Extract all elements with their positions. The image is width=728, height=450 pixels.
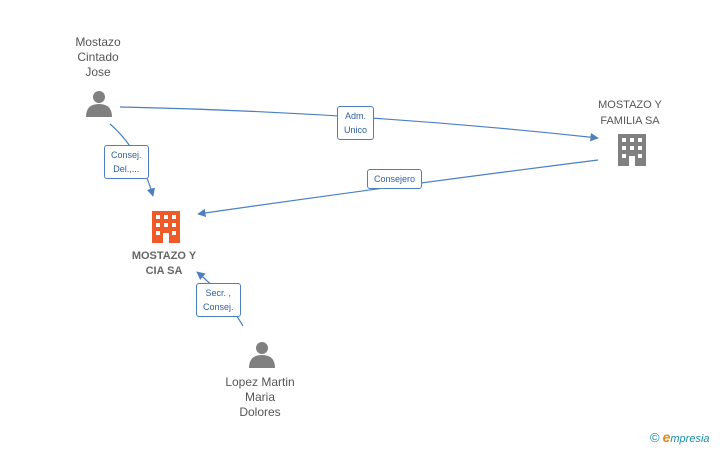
edge-label-line: Unico: [344, 125, 368, 135]
node-label-company[interactable]: MOSTAZO Y FAMILIA SA: [585, 97, 675, 129]
edge-label-line: Secr. ,: [205, 288, 232, 298]
edge-label-line: Consej.: [203, 302, 234, 312]
person-icon[interactable]: [86, 91, 112, 117]
node-label-person[interactable]: Lopez Martin Maria Dolores: [210, 375, 310, 420]
name-line: Lopez Martin: [225, 375, 295, 389]
name-line: MOSTAZO Y: [598, 99, 662, 111]
building-icon[interactable]: [618, 134, 646, 166]
edge-label-line: Consej.: [111, 150, 142, 160]
node-label-main-company[interactable]: MOSTAZO Y CIA SA: [118, 249, 210, 279]
edge-label-consej-del[interactable]: Consej. Del.,...: [104, 145, 149, 179]
name-line: Jose: [85, 65, 111, 79]
edge-label-line: Consejero: [374, 174, 416, 184]
person-icon[interactable]: [249, 342, 275, 368]
edge-label-consejero[interactable]: Consejero: [367, 169, 423, 189]
name-line: Dolores: [239, 405, 281, 419]
brand-initial: e: [662, 429, 671, 445]
name-line: FAMILIA SA: [600, 115, 660, 127]
copyright-symbol: ©: [650, 430, 660, 445]
edge-label-line: Adm.: [345, 111, 367, 121]
brand-name: mpresia: [670, 433, 710, 445]
name-line: MOSTAZO Y: [131, 250, 197, 262]
node-label-person[interactable]: Mostazo Cintado Jose: [60, 35, 136, 80]
name-line: Cintado: [77, 50, 119, 64]
brand-logo: ©empresia: [650, 429, 710, 445]
name-line: CIA SA: [145, 265, 183, 277]
building-icon[interactable]: [152, 211, 180, 243]
name-line: Maria: [244, 390, 275, 404]
edge-label-line: Del.,...: [113, 164, 140, 174]
edge-label-adm-unico[interactable]: Adm. Unico: [337, 106, 375, 140]
name-line: Mostazo: [75, 35, 121, 49]
edge-label-secr-consej[interactable]: Secr. , Consej.: [196, 283, 241, 317]
